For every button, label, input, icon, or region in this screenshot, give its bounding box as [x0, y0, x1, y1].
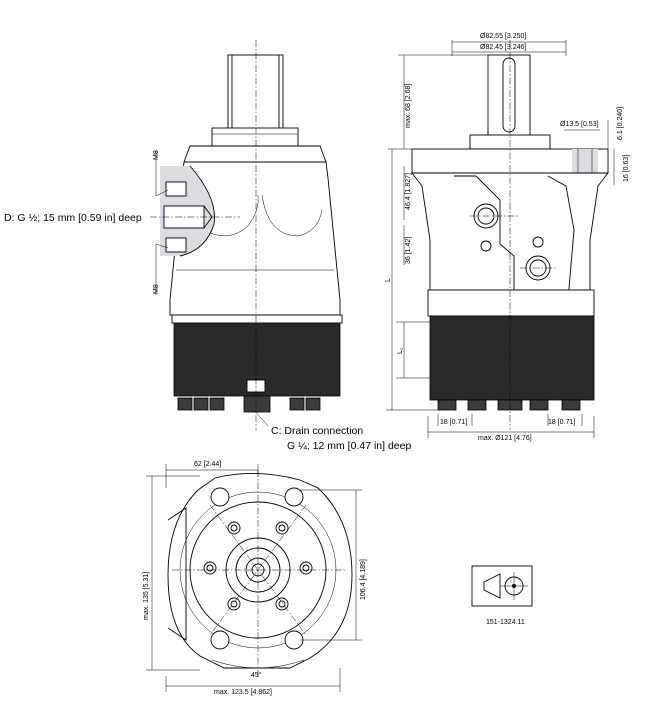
front-view: [150, 40, 343, 430]
label-height-36: 36 [1.42]: [405, 237, 412, 264]
label-flange-hole-dia: Ø13.5 [0.53]: [560, 121, 599, 128]
label-drawing-number: 151-1324.11: [486, 619, 525, 626]
label-m8-bottom: M8: [153, 284, 160, 294]
label-drain-connection-1: C: Drain connection: [271, 425, 363, 437]
label-shaft-dia-max: Ø82.55 [3.250]: [480, 33, 526, 40]
label-flange-half-width: 62 [2.44]: [194, 461, 221, 468]
label-max-width: max. 123.5 [4.862]: [214, 689, 272, 696]
label-height-46-4: 46.4 [1.827]: [405, 173, 412, 210]
side-view: [386, 40, 615, 438]
label-angle: 45°: [251, 671, 262, 679]
label-shaft-dia-min: Ø82.45 [3.246]: [480, 44, 526, 51]
label-length-l1: L₁: [397, 347, 404, 354]
side-gerotor: [429, 315, 595, 401]
label-flange-offset: 6.1 [0.240]: [617, 107, 624, 140]
symbol-frame: [471, 565, 533, 607]
label-bolt-offset-left: 18 [0.71]: [440, 419, 467, 426]
m8-port-top: [165, 181, 187, 197]
label-flange-thickness: 16 [0.63]: [623, 155, 630, 182]
end-bolts: [177, 379, 321, 413]
end-view: [146, 464, 362, 692]
label-m8-top: M8: [153, 150, 160, 160]
label-max-height-135: max. 135 [5.31]: [143, 572, 150, 620]
m8-port-bottom: [165, 237, 187, 253]
label-body-dia-max: max. Ø121 [4.76]: [478, 435, 532, 442]
hydraulic-symbol: [471, 565, 533, 607]
mounting-flange: [183, 145, 327, 163]
label-drain-connection-2: G ¼; 12 mm [0.47 in] deep: [287, 440, 411, 452]
label-bolt-circle: 106.4 [4.189]: [360, 559, 367, 600]
label-shaft-length: max. 68 [2.68]: [405, 84, 412, 128]
label-drain-port-d: D: G ½; 15 mm [0.59 in] deep: [4, 212, 142, 224]
label-bolt-offset-right: 18 [0.71]: [548, 419, 575, 426]
label-length-l: L: [385, 278, 392, 282]
side-bolts: [437, 399, 581, 411]
keyway: [502, 57, 516, 133]
shaft: [227, 54, 284, 141]
